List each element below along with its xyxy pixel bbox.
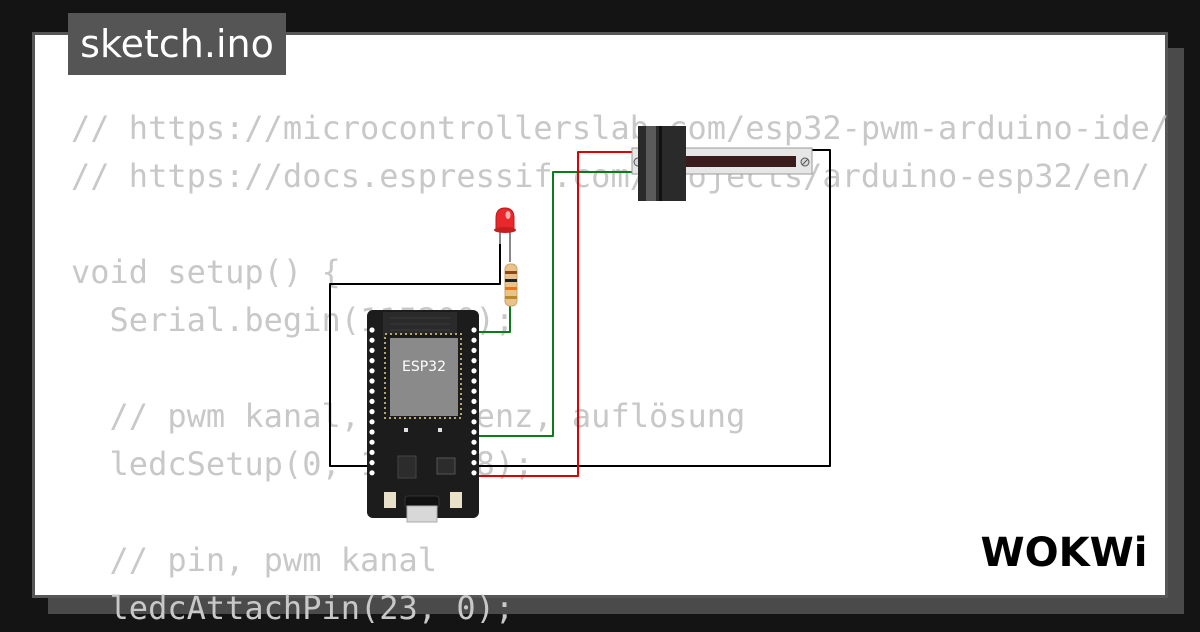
header-pin [471, 419, 477, 425]
header-pin [369, 358, 375, 364]
esp32-board-icon: ESP32 [367, 310, 479, 523]
header-pin [369, 449, 375, 455]
wire-red-pot [476, 151, 636, 477]
wire-green-pot [476, 160, 637, 437]
code-line: ledcAttachPin(23, 0); [71, 589, 515, 627]
wire-black-led [329, 236, 501, 467]
header-pin [471, 337, 477, 343]
logo-text: WOKWi [981, 530, 1148, 576]
header-pin [369, 429, 375, 435]
header-pin [369, 337, 375, 343]
header-pin [369, 398, 375, 404]
header-pin [369, 409, 375, 415]
code-line: void setup() { [71, 253, 341, 291]
resistor-icon [504, 263, 518, 307]
header-pin [471, 470, 477, 476]
header-pin [471, 368, 477, 374]
header-pin [369, 470, 375, 476]
header-pin [471, 449, 477, 455]
header-pin [471, 398, 477, 404]
slide-potentiometer-icon [631, 126, 813, 201]
header-pin [471, 347, 477, 353]
header-pin [369, 388, 375, 394]
header-pin [369, 439, 375, 445]
header-pin [471, 429, 477, 435]
header-pin [369, 368, 375, 374]
header-pin [471, 388, 477, 394]
header-pin [471, 327, 477, 333]
chip-label: ESP32 [402, 359, 446, 375]
header-pin [471, 409, 477, 415]
header-pin [369, 460, 375, 466]
header-pin [369, 419, 375, 425]
wire-green-resistor [476, 302, 511, 333]
header-pin [369, 327, 375, 333]
header-pin [369, 378, 375, 384]
red-led-icon [494, 207, 516, 262]
wokwi-logo-icon: WOKWi [981, 530, 1148, 576]
header-pin [471, 378, 477, 384]
code-line: // pin, pwm kanal [71, 541, 438, 579]
header-pin [471, 460, 477, 466]
header-pin [369, 347, 375, 353]
header-pin [471, 439, 477, 445]
file-title: sketch.ino [68, 13, 286, 75]
wire-black-pot [475, 149, 831, 467]
header-pin [471, 358, 477, 364]
